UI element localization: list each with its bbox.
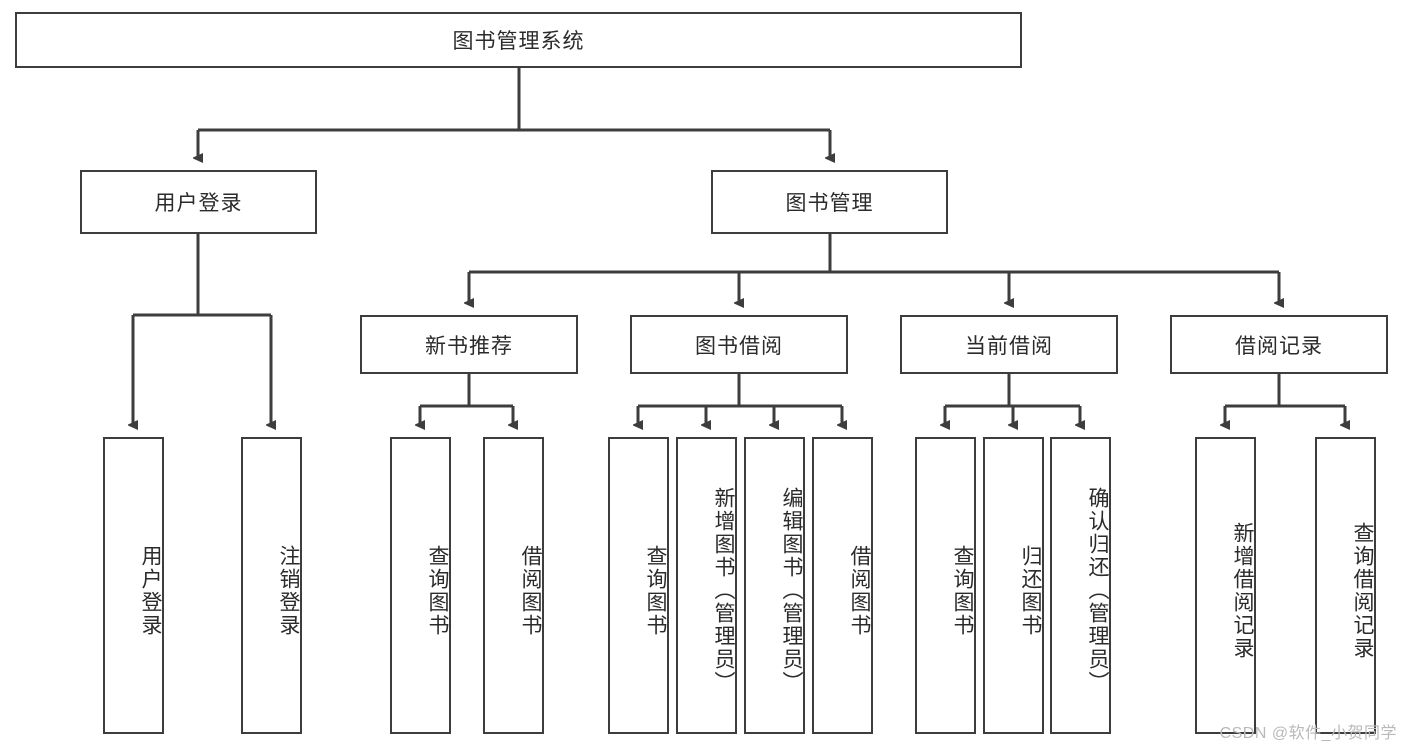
leaf-label: 确认归还（管理员） (1086, 487, 1109, 694)
leaf-label: 用户登录 (139, 544, 162, 637)
node-borrow-record[interactable]: 借阅记录 (1170, 315, 1388, 374)
node-new-book-recommend[interactable]: 新书推荐 (360, 315, 578, 374)
leaf-label: 新增图书（管理员） (712, 487, 735, 694)
leaf-label: 新增借阅记录 (1231, 521, 1254, 660)
csdn-watermark: CSDN @软件_小贺同学 (1219, 725, 1397, 742)
leaf-label: 编辑图书（管理员） (780, 487, 803, 694)
leaf-book-borrow-borrow[interactable]: 借阅图书 (812, 437, 873, 734)
leaf-label: 借阅图书 (848, 544, 871, 637)
leaf-borrow-record-query[interactable]: 查询借阅记录 (1315, 437, 1376, 734)
leaf-book-borrow-query[interactable]: 查询图书 (608, 437, 669, 734)
leaf-new-book-query[interactable]: 查询图书 (390, 437, 451, 734)
node-root-system[interactable]: 图书管理系统 (15, 12, 1022, 68)
leaf-label: 查询借阅记录 (1351, 521, 1374, 660)
leaf-current-borrow-confirm[interactable]: 确认归还（管理员） (1050, 437, 1111, 734)
leaf-label: 归还图书 (1019, 544, 1042, 637)
node-book-borrow[interactable]: 图书借阅 (630, 315, 848, 374)
leaf-book-borrow-edit[interactable]: 编辑图书（管理员） (744, 437, 805, 734)
leaf-borrow-record-add[interactable]: 新增借阅记录 (1195, 437, 1256, 734)
node-book-management[interactable]: 图书管理 (711, 170, 948, 234)
node-current-borrow[interactable]: 当前借阅 (900, 315, 1118, 374)
leaf-book-borrow-add[interactable]: 新增图书（管理员） (676, 437, 737, 734)
leaf-new-book-borrow[interactable]: 借阅图书 (483, 437, 544, 734)
leaf-label: 查询图书 (644, 544, 667, 637)
leaf-user-login-login[interactable]: 用户登录 (103, 437, 164, 734)
leaf-label: 借阅图书 (519, 544, 542, 637)
leaf-current-borrow-query[interactable]: 查询图书 (915, 437, 976, 734)
leaf-label: 注销登录 (277, 544, 300, 637)
node-user-login[interactable]: 用户登录 (80, 170, 317, 234)
leaf-user-login-logout[interactable]: 注销登录 (241, 437, 302, 734)
leaf-label: 查询图书 (951, 544, 974, 637)
leaf-current-borrow-return[interactable]: 归还图书 (983, 437, 1044, 734)
leaf-label: 查询图书 (426, 544, 449, 637)
